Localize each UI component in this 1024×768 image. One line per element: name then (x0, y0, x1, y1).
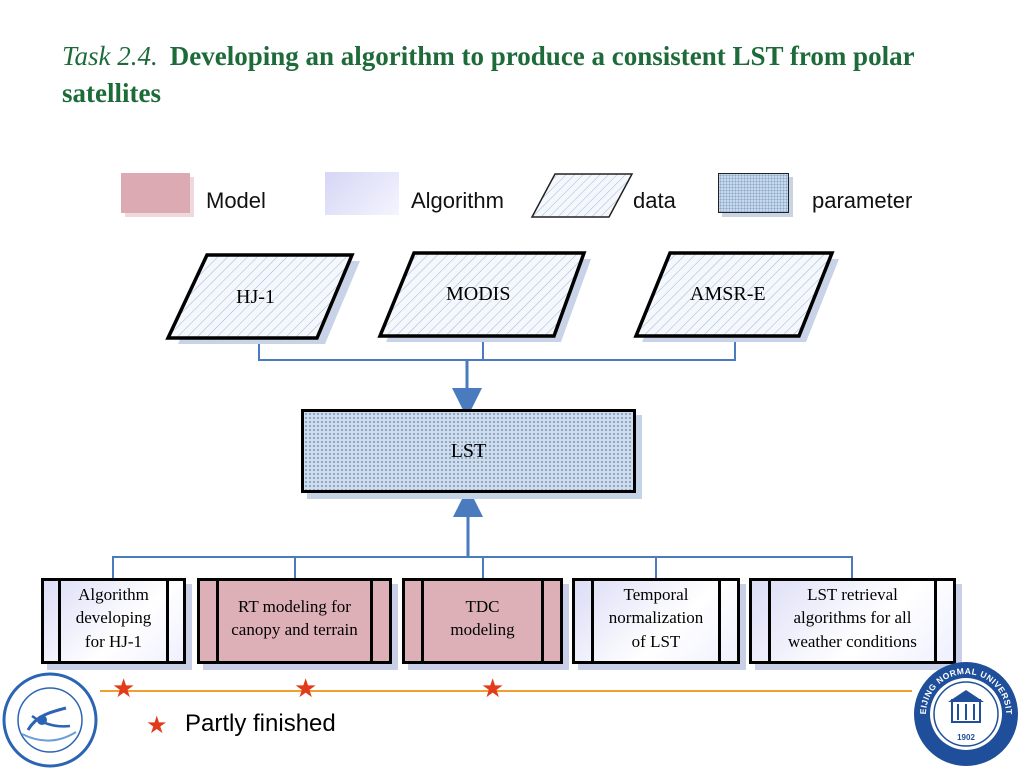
partly-finished-star-2: ★ (294, 674, 318, 704)
task-algorithm-hj1: Algorithm developing for HJ-1 (41, 578, 186, 664)
data-source-hj1 (165, 253, 360, 344)
partly-finished-star-1: ★ (112, 674, 136, 704)
legend-parameter-label: parameter (812, 188, 913, 213)
task-number: Task 2.4. (62, 41, 158, 71)
task-rt-modeling: RT modeling for canopy and terrain (197, 578, 392, 664)
partly-finished-label: Partly finished (185, 710, 336, 737)
legend-model-label: Model (206, 188, 266, 213)
legend-data-label: data (633, 188, 676, 213)
data-source-modis (377, 251, 591, 342)
legend-data-swatch (530, 173, 634, 218)
slide-title: Task 2.4.Developing an algorithm to prod… (62, 38, 962, 112)
svg-text:1902: 1902 (957, 733, 975, 742)
data-source-modis-label: MODIS (446, 283, 511, 305)
task-title: Developing an algorithm to produce a con… (62, 41, 915, 108)
task-rt-modeling-label: RT modeling for canopy and terrain (231, 596, 358, 640)
data-source-amsre-label: AMSR-E (690, 283, 766, 305)
data-source-amsre (633, 251, 839, 342)
task-tdc-modeling: TDC modeling (402, 578, 563, 664)
remote-sensing-lab-logo (2, 672, 98, 768)
task-temporal-normalization-label: Temporal normalization of LST (608, 584, 704, 651)
bnu-logo: 1902 BEIJING NORMAL UNIVERSITY (912, 660, 1018, 766)
task-temporal-normalization: Temporal normalization of LST (572, 578, 740, 664)
data-sources (165, 251, 839, 344)
lst-label: LST (450, 439, 487, 462)
partly-finished-legend-star: ★ (146, 711, 168, 739)
data-source-hj1-label: HJ-1 (236, 286, 275, 308)
task-all-weather-retrieval-label: LST retrieval algorithms for all weather… (788, 584, 917, 651)
lst-parameter-box: LST (301, 409, 636, 493)
legend-algorithm-swatch (325, 172, 399, 215)
legend-parameter-swatch (718, 173, 789, 213)
legend-model-swatch (121, 173, 190, 213)
task-algorithm-hj1-label: Algorithm developing for HJ-1 (75, 584, 152, 651)
legend-algorithm-label: Algorithm (411, 188, 504, 213)
task-all-weather-retrieval: LST retrieval algorithms for all weather… (749, 578, 956, 664)
task-tdc-modeling-label: TDC modeling (450, 596, 515, 640)
partly-finished-star-3: ★ (481, 674, 505, 704)
